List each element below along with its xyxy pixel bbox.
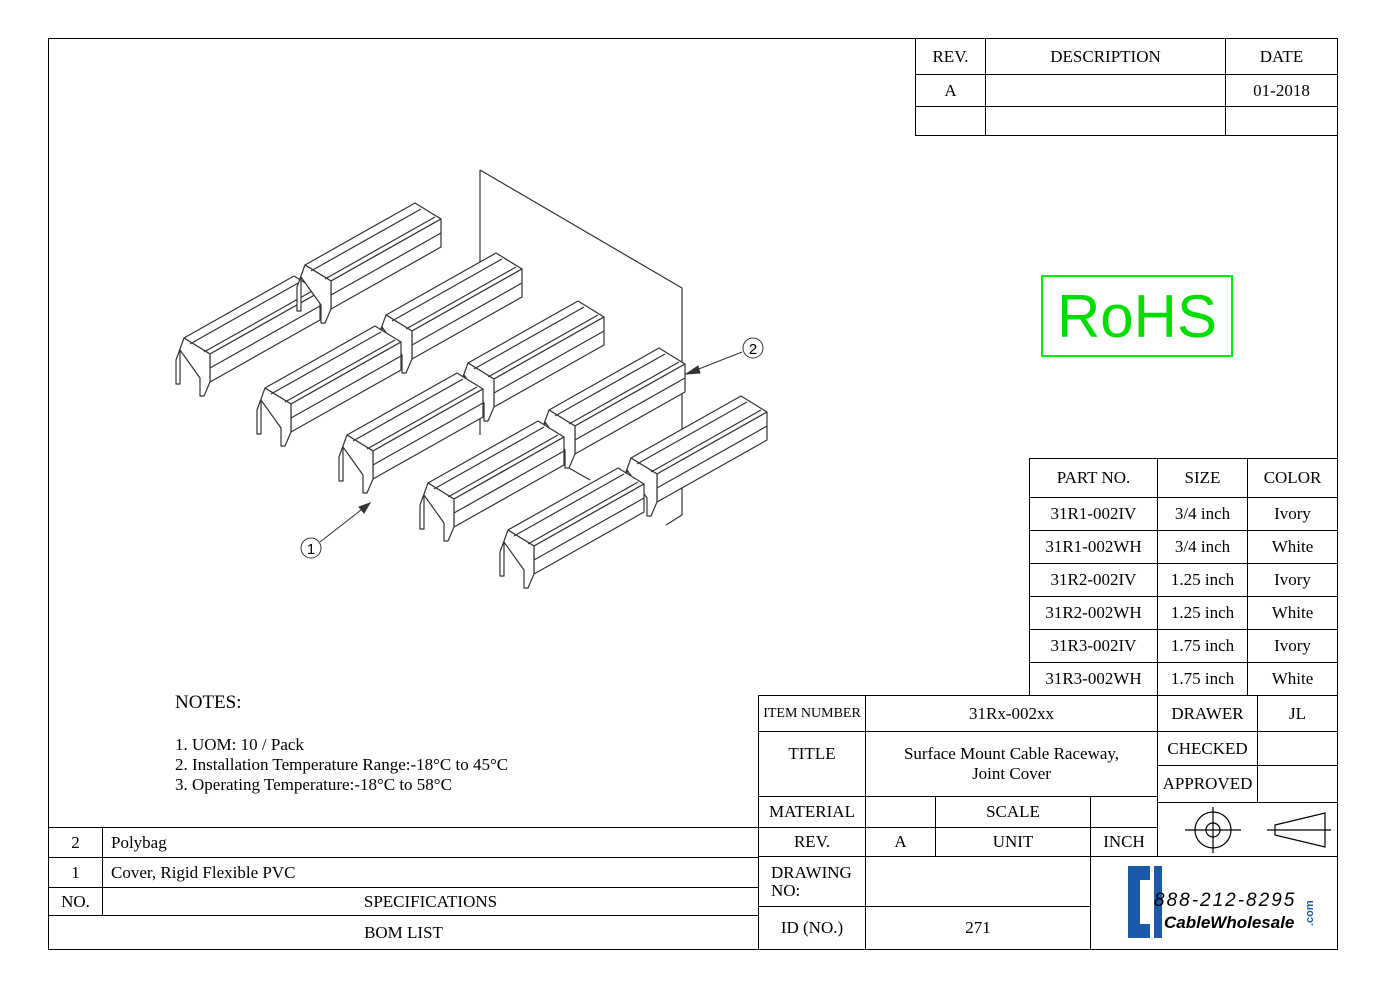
logo-cell — [1090, 856, 1338, 950]
callout-2: 2 — [749, 341, 757, 358]
size-cell: 3/4 inch — [1157, 530, 1248, 564]
date-value: 01-2018 — [1225, 74, 1338, 107]
rev-header: REV. — [915, 38, 986, 75]
color-cell: Ivory — [1247, 497, 1338, 531]
title-value: Surface Mount Cable Raceway, Joint Cover — [865, 731, 1158, 797]
projection-symbol-cell — [1157, 802, 1338, 857]
note-3: 3. Operating Temperature:-18°C to 58°C — [175, 775, 452, 794]
bom-row-2-no: 2 — [48, 827, 103, 858]
third-angle-projection-icon — [1184, 806, 1331, 853]
drawing-no-value — [865, 856, 1091, 907]
notes-heading: NOTES: — [175, 692, 242, 713]
approved-value — [1257, 765, 1338, 803]
rohs-mark: RoHS — [1041, 275, 1233, 357]
rev-empty — [915, 106, 986, 136]
bom-header-no: NO. — [48, 887, 103, 916]
part-no-cell: 31R2-002IV — [1029, 563, 1158, 597]
joint-cover — [338, 372, 484, 494]
part-no-cell: 31R1-002IV — [1029, 497, 1158, 531]
cablewholesale-logo: 888-212-8295 CableWholesale .com — [1128, 866, 1316, 938]
color-cell: White — [1247, 662, 1338, 696]
approved-label: APPROVED — [1157, 765, 1258, 803]
bom-row-2-spec: Polybag — [102, 827, 759, 858]
title-line-2: Joint Cover — [972, 764, 1051, 783]
color-header: COLOR — [1247, 458, 1338, 498]
logo-name: CableWholesale — [1164, 913, 1294, 932]
callout-1: 1 — [307, 541, 315, 558]
scale-value — [1090, 796, 1158, 828]
drawing-no-label: DRAWING NO: — [758, 856, 866, 907]
note-2: 2. Installation Temperature Range:-18°C … — [175, 755, 509, 774]
joint-cover — [296, 202, 442, 324]
material-value — [865, 796, 936, 828]
scale-label: SCALE — [935, 796, 1091, 828]
id-label: ID (NO.) — [758, 906, 866, 950]
item-number-label: ITEM NUMBER — [758, 695, 866, 732]
part-no-cell: 31R1-002WH — [1029, 530, 1158, 564]
part-no-cell: 31R3-002IV — [1029, 629, 1158, 663]
part-no-cell: 31R3-002WH — [1029, 662, 1158, 696]
joint-cover — [419, 420, 565, 542]
title-line-1: Surface Mount Cable Raceway, — [903, 744, 1120, 763]
material-label: MATERIAL — [758, 796, 866, 828]
callout-circle-1 — [300, 537, 322, 559]
polybag-outline — [479, 169, 683, 526]
joint-cover — [499, 467, 645, 589]
logo-c-mark — [1128, 866, 1150, 938]
size-header: SIZE — [1157, 458, 1248, 498]
isometric-drawing: 2 1 — [175, 169, 768, 589]
size-cell: 1.75 inch — [1157, 662, 1248, 696]
size-cell: 1.25 inch — [1157, 596, 1248, 630]
checked-value — [1257, 731, 1338, 766]
date-header: DATE — [1225, 38, 1338, 75]
size-cell: 1.25 inch — [1157, 563, 1248, 597]
color-cell: Ivory — [1247, 563, 1338, 597]
part-no-cell: 31R2-002WH — [1029, 596, 1158, 630]
tb-rev-label: REV. — [758, 827, 866, 857]
size-cell: 1.75 inch — [1157, 629, 1248, 663]
logo-tld: .com — [1304, 900, 1316, 926]
drawer-label: DRAWER — [1157, 695, 1258, 732]
joint-cover — [175, 275, 321, 397]
title-label: TITLE — [758, 731, 866, 797]
color-cell: Ivory — [1247, 629, 1338, 663]
drawing-no-label-2: NO: — [771, 880, 801, 900]
drawer-value: JL — [1257, 695, 1338, 732]
joint-cover — [377, 252, 523, 374]
unit-label: UNIT — [935, 827, 1091, 857]
joint-cover — [256, 325, 402, 447]
unit-value: INCH — [1090, 827, 1158, 857]
description-empty — [985, 106, 1226, 136]
note-1: 1. UOM: 10 / Pack — [175, 735, 304, 754]
id-value: 271 — [865, 906, 1091, 950]
checked-label: CHECKED — [1157, 731, 1258, 766]
part-no-header: PART NO. — [1029, 458, 1158, 498]
bom-footer: BOM LIST — [48, 915, 759, 950]
tb-rev-value: A — [865, 827, 936, 857]
rev-value: A — [915, 74, 986, 107]
bom-row-1-spec: Cover, Rigid Flexible PVC — [102, 857, 759, 888]
description-value — [985, 74, 1226, 107]
item-number-value: 31Rx-002xx — [865, 695, 1158, 732]
color-cell: White — [1247, 530, 1338, 564]
logo-phone: 888-212-8295 — [1154, 890, 1296, 911]
description-header: DESCRIPTION — [985, 38, 1226, 75]
date-empty — [1225, 106, 1338, 136]
drawing-no-label-1: DRAWING — [771, 862, 852, 882]
callout-circle-2 — [742, 337, 764, 359]
size-cell: 3/4 inch — [1157, 497, 1248, 531]
color-cell: White — [1247, 596, 1338, 630]
bom-header-spec: SPECIFICATIONS — [102, 887, 759, 916]
bom-row-1-no: 1 — [48, 857, 103, 888]
